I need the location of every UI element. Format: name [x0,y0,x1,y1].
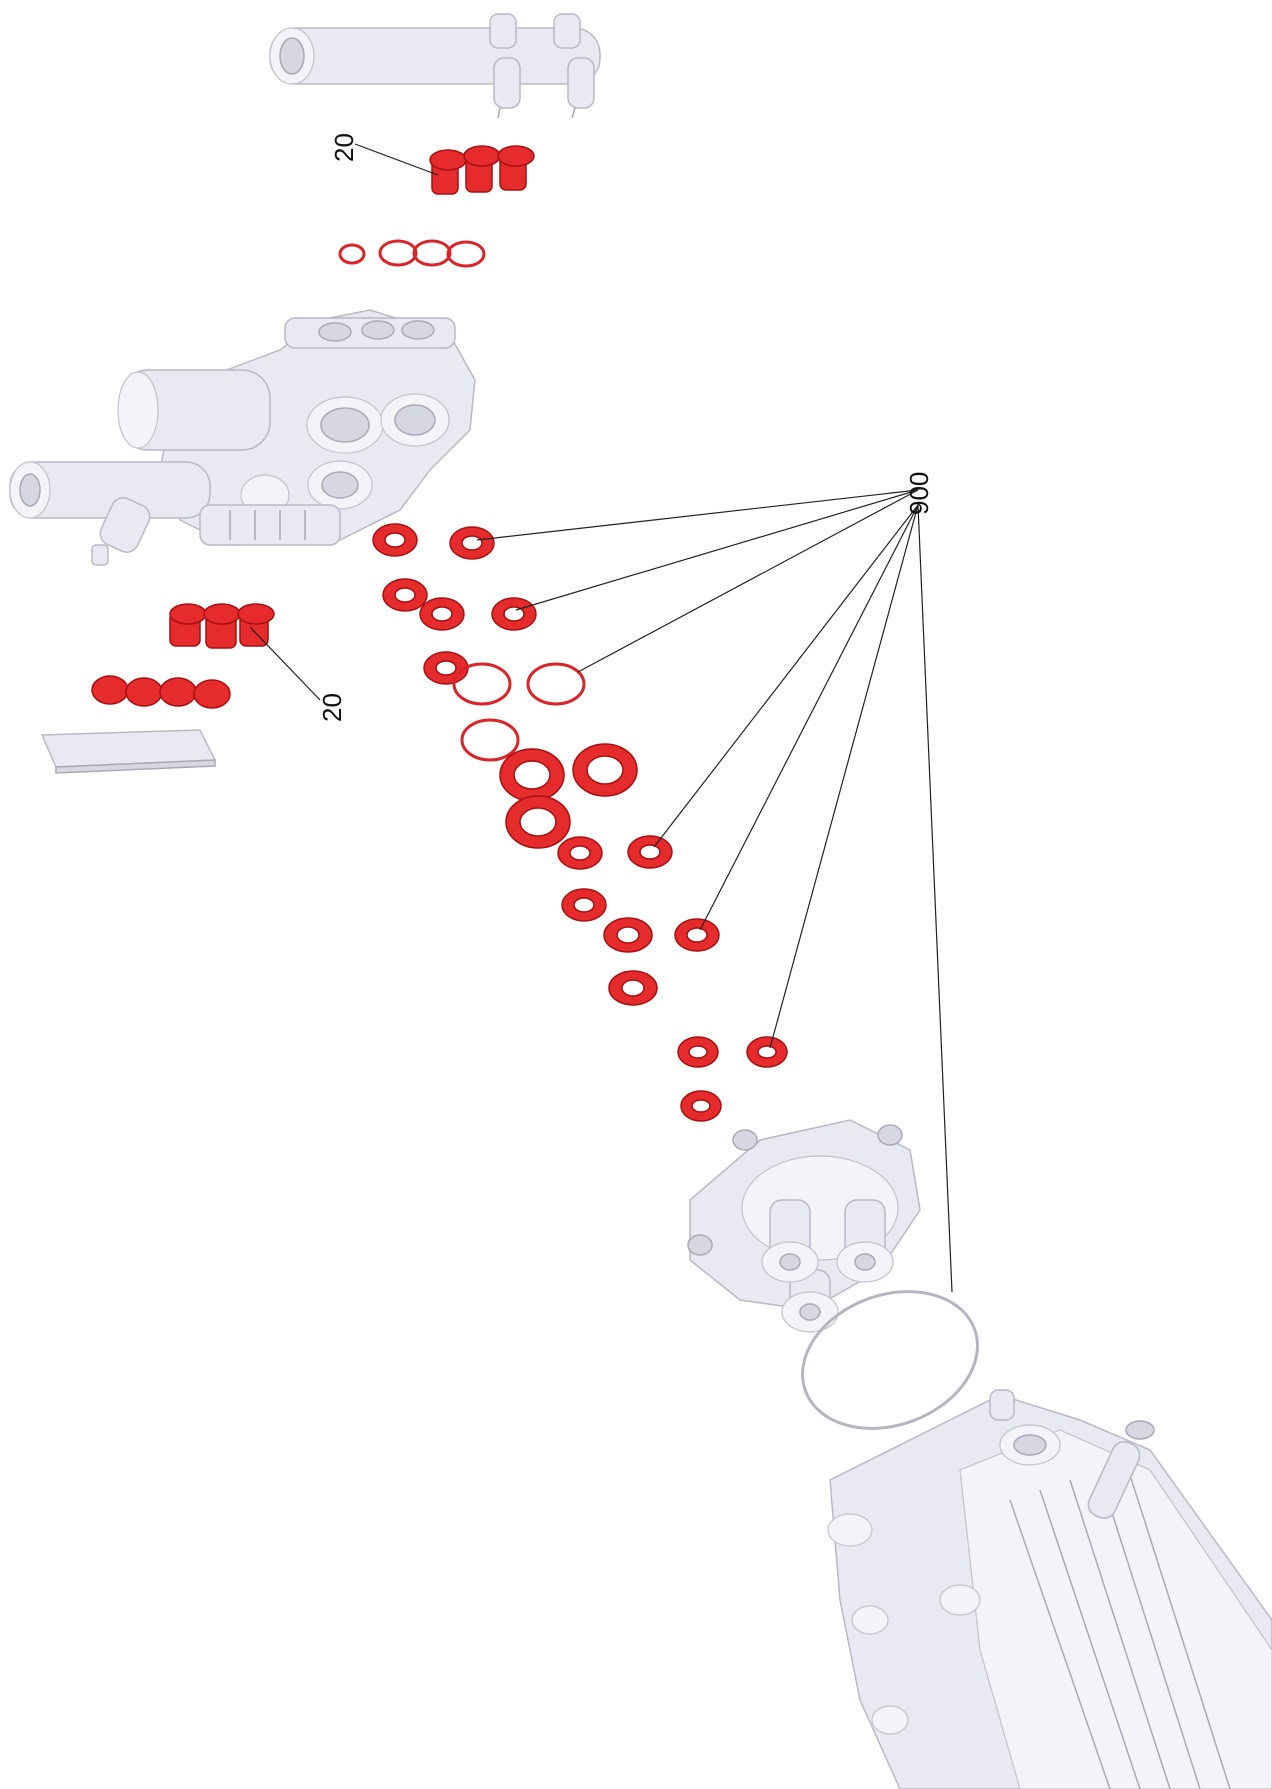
callout-label-20-top: 20 [329,133,359,162]
o-ring-part [526,662,586,706]
o-ring-part [338,243,366,265]
check-valve-group-top [429,145,535,195]
check-valve-group-left [169,603,275,649]
seal-part [419,597,465,631]
seal-part [159,677,197,707]
check-valve-part [169,603,207,647]
check-valve-part [237,603,275,647]
motor-housing-part [827,1389,1272,1789]
seal-part [603,917,653,953]
seal-part [193,679,231,709]
leader-line-20-top [354,143,439,176]
piston-plate-assembly-part [687,1119,921,1333]
seal-part [627,835,673,869]
sleeve-part [505,795,571,849]
seal-part [674,918,720,952]
o-ring-row-top [338,239,486,268]
seal-column-center [372,523,788,1122]
sleeve-part [499,748,565,802]
seal-part [680,1090,722,1122]
seal-part [372,523,418,557]
cover-plate-part [40,729,217,774]
seal-part [677,1036,719,1068]
large-o-ring-part [801,1290,979,1430]
pump-head-housing-part [9,309,476,566]
seal-part [746,1036,788,1068]
o-ring-part [460,718,520,762]
seal-part [382,578,428,612]
callout-label-20-left: 20 [317,693,347,722]
seal-part [491,597,537,631]
seal-part [125,677,163,707]
leader-lines-900 [476,489,953,1293]
seal-part [91,675,129,705]
outlet-manifold-part [269,13,601,119]
seal-part [449,526,495,560]
seal-part [608,970,658,1006]
check-valve-part [429,149,467,195]
check-valve-part [463,145,501,193]
o-ring-part [446,240,486,268]
o-ring-part [452,662,512,706]
sleeve-part [572,743,638,797]
seal-row-left [91,675,231,709]
o-ring-part [378,239,418,267]
seal-part [423,651,469,685]
leader-line-20-left [249,626,321,701]
seal-part [557,836,603,870]
o-ring-part [412,239,452,267]
seal-part [561,888,607,922]
check-valve-part [497,145,535,191]
callout-label-900: 900 [904,472,934,515]
check-valve-part [203,603,241,649]
